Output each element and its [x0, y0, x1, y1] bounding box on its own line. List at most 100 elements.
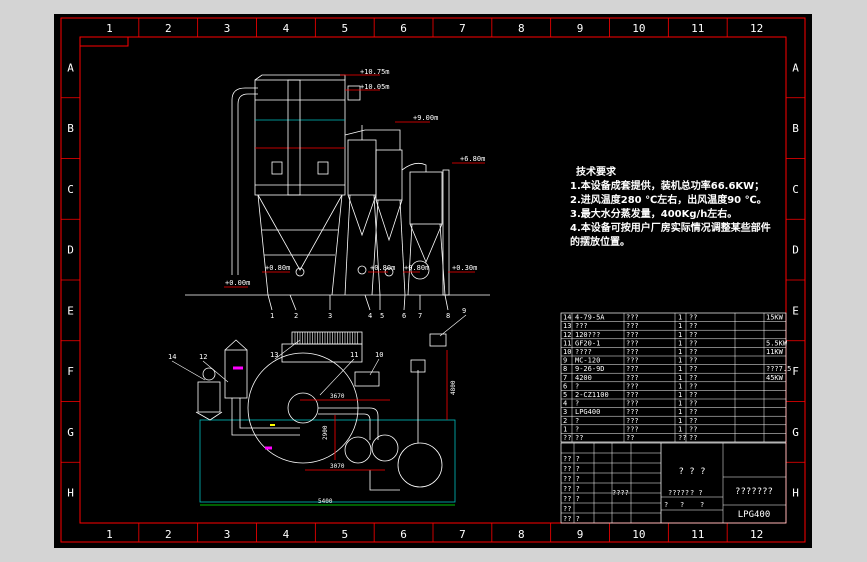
grid-column-label-top: 3 [224, 22, 231, 35]
atomizer-right [317, 161, 329, 175]
scrubber-fan [410, 260, 430, 280]
corner-tab [80, 37, 129, 47]
grid-column-label-bottom: 7 [459, 528, 466, 541]
dim-label: 3670 [330, 393, 345, 400]
cyclone-1-cone [347, 194, 377, 237]
part-material: ?? [689, 339, 697, 347]
part-name: ???? [575, 348, 592, 356]
title-row-label: ?? ? [563, 475, 580, 483]
radiator-fins [294, 332, 358, 344]
title-small-field: ? [680, 501, 684, 509]
ladder-cage [287, 79, 301, 196]
cyclone-2-leg-2 [399, 199, 406, 296]
grid-column-label-top: 8 [518, 22, 525, 35]
part-qty: 1 [678, 425, 682, 433]
supply-fan-base [195, 411, 223, 421]
grid-row-label-left: H [67, 487, 74, 500]
elevation-labels: +10.75m +10.05m +9.00m +6.80m +0.80m +0.… [225, 68, 485, 287]
plan-callout-leaders [171, 314, 467, 396]
scrubber-pump [410, 359, 426, 373]
supply-fan [197, 381, 221, 413]
part-name: 120??? [575, 331, 600, 339]
callout-number: 7 [418, 312, 422, 320]
part-spec: ??? [626, 339, 639, 347]
tower-roof [254, 74, 346, 81]
plan-callouts: 14 12 13 11 10 9 [168, 307, 466, 361]
part-name: MC-120 [575, 357, 600, 365]
grid-column-label-bottom: 5 [341, 528, 348, 541]
tech-req-heading: 技术要求 [576, 167, 616, 178]
part-material: ?? [689, 348, 697, 356]
part-qty: 1 [678, 322, 682, 330]
callout-number: 12 [199, 353, 207, 361]
grid-row-label-right: E [792, 304, 799, 317]
part-material: ?? [689, 365, 697, 373]
part-number: 3 [563, 408, 567, 416]
grid-column-label-bottom: 3 [224, 528, 231, 541]
part-qty: 1 [678, 331, 682, 339]
grid-column-label-top: 12 [750, 22, 763, 35]
part-name: 9-26-9D [575, 365, 605, 373]
grid-column-label-top: 11 [691, 22, 704, 35]
part-material: ?? [689, 400, 697, 408]
return-duct [369, 470, 400, 491]
part-note: 45KW [766, 374, 784, 382]
part-qty: 1 [678, 408, 682, 416]
tech-req-item-3: 3.最大水分蒸发量，400Kg/h左右。 [570, 209, 738, 220]
hot-air-duct [231, 87, 258, 275]
part-number: 7 [563, 374, 567, 382]
cyclone-1-legs [344, 194, 351, 296]
grid-row-label-left: D [67, 244, 74, 257]
callout-number: 14 [168, 353, 176, 361]
part-qty: 1 [678, 417, 682, 425]
title-row-label: ?? ? [563, 515, 580, 523]
part-name: ??? [575, 322, 588, 330]
grid-column-label-bottom: 1 [106, 528, 113, 541]
callout-number: 1 [270, 312, 274, 320]
part-spec: ??? [626, 400, 639, 408]
part-number: 6 [563, 382, 567, 390]
part-spec: ??? [626, 331, 639, 339]
grid-column-label-bottom: 4 [283, 528, 290, 541]
grid-column-label-top: 6 [400, 22, 407, 35]
part-name: LPG400 [575, 408, 600, 416]
grid-row-label-right: G [792, 426, 799, 439]
grid-column-label-bottom: 2 [165, 528, 172, 541]
grid-column-label-bottom: 11 [691, 528, 704, 541]
part-spec: ??? [626, 314, 639, 322]
plan-view [195, 331, 456, 506]
title-small-field: ? [700, 501, 704, 509]
grid-row-label-right: A [792, 61, 799, 74]
part-material: ?? [689, 314, 697, 322]
part-name: ? [575, 382, 579, 390]
callout-number: 2 [294, 312, 298, 320]
exhaust-stack [442, 169, 450, 296]
dim-label: 2900 [322, 425, 329, 440]
cyclone-1-leg-2 [373, 194, 381, 296]
title-row-label: ?? ? [563, 485, 580, 493]
part-note: 5.5KW [766, 339, 788, 347]
filter-unit [224, 349, 248, 399]
tower-legs [257, 194, 269, 296]
title-row-label: ?? ? [563, 495, 580, 503]
elevation-marks [224, 74, 485, 288]
grid-row-label-left: F [67, 365, 74, 378]
cyclone-2-leg [371, 199, 379, 296]
elevation-label: +6.80m [460, 155, 485, 163]
part-spec: ??? [626, 382, 639, 390]
grid-column-label-top: 10 [632, 22, 645, 35]
scrubber-cone [409, 223, 443, 264]
part-number: 1 [563, 425, 567, 433]
title-small-field: ? [664, 501, 668, 509]
elevation-label: +10.75m [360, 68, 390, 76]
grid-column-label-bottom: 6 [400, 528, 407, 541]
grid-row-label-right: H [792, 487, 799, 500]
cyclone-plan-1 [344, 436, 372, 464]
scrubber-leg [407, 223, 413, 296]
atomizer-left [271, 161, 283, 175]
callout-number: 3 [328, 312, 332, 320]
part-spec: ??? [626, 357, 639, 365]
fan-box-9 [429, 333, 447, 347]
